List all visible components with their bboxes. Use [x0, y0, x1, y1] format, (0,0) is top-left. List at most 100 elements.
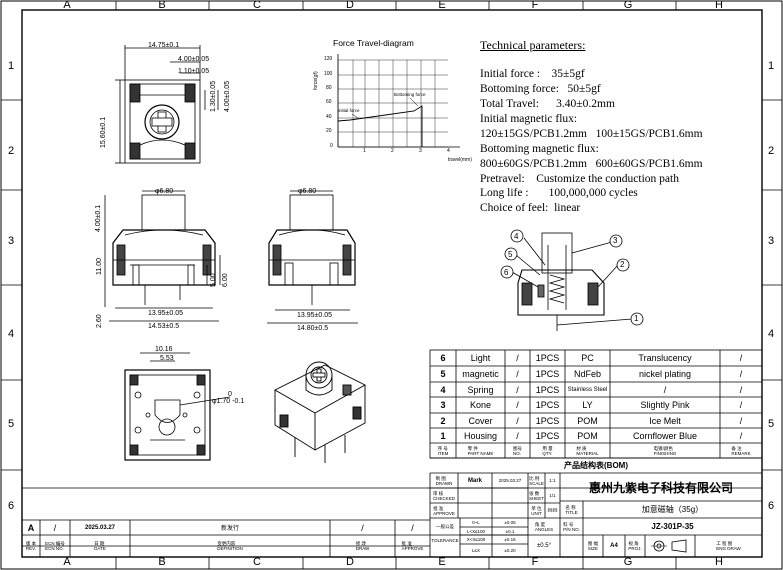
- rev-header-rev: 版 本 REV.: [25, 541, 37, 551]
- bom-row-remark: /: [739, 353, 743, 363]
- bom-row-qty: 1PCS: [535, 384, 560, 395]
- bom-row-remark: /: [739, 400, 743, 410]
- force-x-tick: 3: [419, 148, 422, 154]
- rev-approve: /: [411, 522, 414, 533]
- bom-row-no: 2: [440, 415, 446, 426]
- zone-col-a-top: A: [63, 0, 71, 11]
- rev-header-def: 变更内容 DEFINITION: [217, 541, 243, 551]
- bom-header-qty: 用 量 QTY.: [542, 445, 553, 456]
- bom-row-partno: /: [516, 415, 519, 426]
- tb-name: 加意磁轴（35g）: [641, 505, 704, 514]
- zone-col-d-bottom: D: [346, 556, 354, 568]
- bom-row-qty: 1PCS: [535, 400, 560, 410]
- callout-5: 5: [508, 250, 513, 259]
- bom-row-name: magnetic: [462, 369, 499, 379]
- tech-title: Technical parameters:: [480, 38, 586, 52]
- bom-row-name: Cover: [468, 415, 493, 426]
- bom-row-finish: /: [663, 384, 667, 395]
- bom-row-material: PC: [581, 353, 594, 363]
- force-y-tick: 20: [326, 128, 332, 134]
- force-y-tick: 80: [326, 85, 332, 91]
- zone-col-e-bottom: E: [438, 556, 446, 568]
- force-x-label: travel(mm): [448, 157, 472, 163]
- callout-6: 6: [504, 268, 509, 277]
- bom-header-item: 序 号 ITEM: [437, 445, 449, 456]
- zone-row-3-left: 3: [7, 235, 15, 247]
- tb-sheet-label: 张 数 SHEET: [528, 490, 544, 501]
- zone-col-c-bottom: C: [253, 556, 261, 568]
- tb-sheet: 1/1: [549, 493, 556, 498]
- callout-4: 4: [514, 232, 519, 241]
- dim-bottom-zero: 0: [228, 391, 232, 398]
- callout-2: 2: [620, 260, 625, 269]
- tb-tol-label: TOLERANCE: [431, 537, 459, 543]
- bom-row-qty: 1PCS: [535, 369, 560, 379]
- tb-drawn-date: 2025.03.27: [498, 478, 522, 483]
- tb-proj-label: 视 角 PROJ.: [628, 541, 642, 551]
- tb-tol-range: X<X≤100: [466, 537, 486, 542]
- rev-header-draw: 修 改 DRAW: [355, 541, 370, 551]
- force-travel-diagram: [337, 54, 460, 148]
- tb-pn-label: 料 号 P/N NO.: [563, 521, 580, 532]
- tech-line: Bottoming force: 50±5gf: [480, 83, 601, 95]
- rev-draw: /: [361, 522, 364, 533]
- tech-line: 800±60GS/PCB1.2mm 600±60GS/PCB1.6mm: [480, 158, 703, 170]
- bom-row-partno: /: [516, 384, 519, 395]
- zone-row-2-right: 2: [767, 145, 775, 157]
- bom-row-name: Kone: [469, 400, 492, 410]
- tech-line: Initial force : 35±5gf: [480, 68, 585, 80]
- tb-tol-range: L≤X: [472, 548, 480, 553]
- zone-col-h-bottom: H: [715, 556, 723, 568]
- bom-row-material: NdFeb: [573, 369, 601, 379]
- bom-row-remark: /: [739, 369, 743, 379]
- section-view-drawing: [500, 229, 644, 331]
- zone-row-2-left: 2: [7, 145, 15, 157]
- side-view-drawing: [267, 190, 358, 324]
- tb-tol-value: ±0.1: [505, 528, 515, 534]
- tb-drawn-label: 制 图 DRAWN: [435, 475, 453, 486]
- zone-col-f-bottom: F: [531, 556, 539, 568]
- rev-ecn: /: [53, 522, 57, 533]
- dim-bottom-5-53: 5.53: [160, 355, 174, 362]
- force-initial-label: initial force: [338, 108, 360, 113]
- bom-row-finish: nickel plating: [638, 369, 692, 379]
- bom-row-no: 6: [440, 353, 446, 363]
- zone-col-b-bottom: B: [158, 556, 166, 568]
- dim-bottom-10-16: 10.16: [155, 346, 173, 353]
- tb-checked-label: 审 核 CHECKED: [432, 490, 455, 501]
- force-y-tick: 0: [330, 143, 333, 149]
- dim-side-13-95: 13.95±0.05: [297, 312, 332, 319]
- zone-row-1-right: 1: [767, 60, 775, 72]
- bom-row-partno: /: [516, 400, 519, 410]
- callout-1: 1: [634, 314, 639, 323]
- bom-header-partno: 图号 NO.: [513, 445, 522, 456]
- bom-header-remark: 备 注 REMARK: [731, 445, 751, 456]
- bom-row-name: Light: [470, 353, 491, 363]
- tb-size-label: 图 幅 SIZE: [587, 541, 599, 551]
- force-x-tick: 1: [363, 148, 366, 154]
- zone-col-h-top: H: [715, 0, 723, 11]
- bom-caption: 产品结构表(BOM): [564, 461, 628, 470]
- tech-line: Choice of feel: linear: [480, 202, 581, 214]
- zone-col-d-top: D: [346, 0, 354, 11]
- zone-row-1-left: 1: [7, 60, 15, 72]
- bom-row-partno: /: [516, 369, 519, 379]
- tb-pn: JZ-301P-35: [651, 522, 694, 531]
- bom-row-material: LY: [582, 400, 593, 410]
- tb-eng-label: 工 程 图 ENG DRAW: [716, 541, 741, 551]
- bom-row-qty: 1PCS: [535, 430, 560, 441]
- zone-row-5-right: 5: [767, 418, 775, 430]
- dim-side-dia: φ6.80: [298, 188, 317, 195]
- bom-row-material: POM: [577, 430, 598, 441]
- dim-top-1-10: 1.10±0.05: [178, 68, 210, 75]
- bom-row-name: Housing: [463, 430, 498, 441]
- bom-row-partno: /: [516, 430, 519, 441]
- tb-angle-label: 角 度 ANGLES: [534, 521, 554, 532]
- dim-front-dia: φ6.80: [155, 188, 174, 195]
- bom-row-no: 3: [440, 400, 446, 410]
- tech-line: Initial magnetic flux:: [480, 113, 578, 125]
- bom-row-no: 4: [440, 384, 446, 395]
- tech-line: Pretravel: Customize the conduction path: [480, 173, 679, 185]
